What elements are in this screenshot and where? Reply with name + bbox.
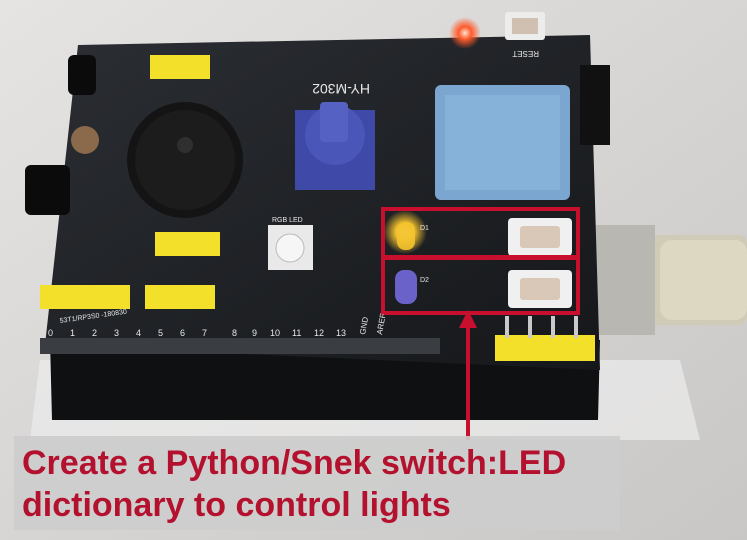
- caption-line-1: Create a Python/Snek switch:LED: [22, 444, 567, 482]
- label-rgb: RGB LED: [272, 217, 303, 224]
- header-pins-mid: [155, 232, 220, 256]
- temp-sensor: [25, 165, 70, 215]
- header-pins-left: [40, 285, 130, 309]
- header-pins-right: [495, 316, 595, 361]
- pin-label: 4: [136, 328, 141, 338]
- caption-line-2: dictionary to control lights: [22, 486, 451, 524]
- pin-label: 3: [114, 328, 119, 338]
- humidity-sensor: [435, 85, 570, 200]
- pin-label: 13: [336, 328, 346, 338]
- pin-label: 1: [70, 328, 75, 338]
- header-pins-center: [145, 285, 215, 309]
- header-pins-top: [150, 55, 210, 79]
- highlight-box-bottom: [381, 256, 580, 315]
- label-aref: AREF: [375, 313, 388, 336]
- pin-label: 6: [180, 328, 185, 338]
- yellow-led: [397, 222, 415, 250]
- label-reset: RESET: [512, 49, 539, 58]
- ir-receiver: [68, 55, 96, 95]
- power-led: [449, 17, 481, 49]
- pin-label: 0: [48, 328, 53, 338]
- pin-label: 12: [314, 328, 324, 338]
- pin-label: 7: [202, 328, 207, 338]
- caption-box: Create a Python/Snek switch:LED dictiona…: [14, 436, 620, 530]
- label-d2: D2: [420, 277, 429, 284]
- label-gnd: GND: [358, 316, 370, 335]
- pin-label: 11: [292, 328, 301, 338]
- pin-label: 9: [252, 328, 257, 338]
- pin-label: 10: [270, 328, 280, 338]
- pin-label: 2: [92, 328, 97, 338]
- photoresistor: [71, 126, 99, 154]
- pin-label: 8: [232, 328, 237, 338]
- label-model: HY-M302: [312, 81, 370, 97]
- pin-label: 5: [158, 328, 163, 338]
- pin-number-labels: 0 1 2 3 4 5 6 7 8 9 10 11 12 13: [48, 328, 346, 338]
- label-d1: D1: [420, 225, 429, 232]
- blue-led: [395, 270, 417, 304]
